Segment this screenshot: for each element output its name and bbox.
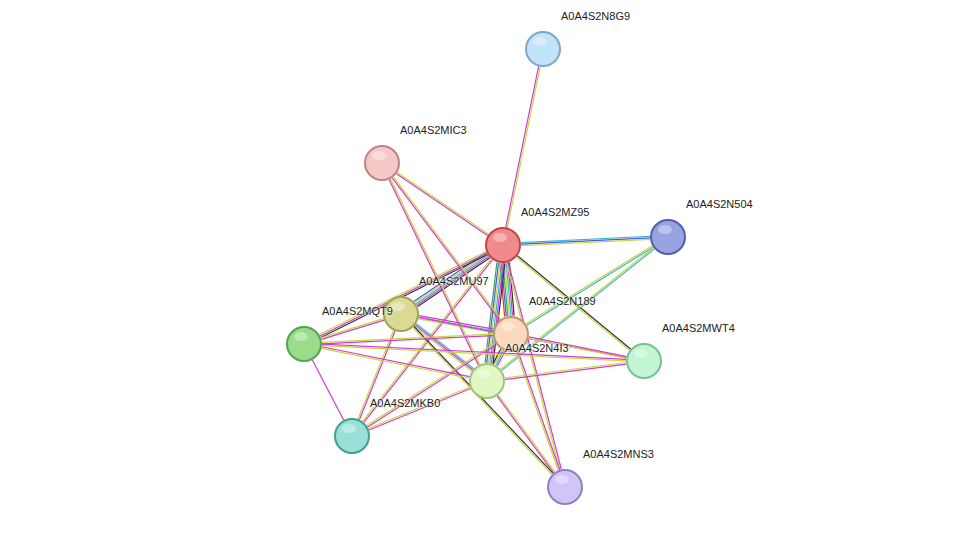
evidence-line: [493, 349, 501, 364]
evidence-line: [319, 252, 486, 335]
protein-node: A0A4S2MWT4: [626, 343, 662, 379]
node-label: A0A4S2N189: [529, 295, 596, 307]
node-label: A0A4S2MNS3: [583, 448, 654, 460]
interaction-edge: [493, 349, 505, 366]
evidence-line: [321, 348, 469, 378]
evidence-line: [419, 316, 494, 330]
evidence-line: [526, 246, 652, 324]
interaction-edge: [322, 334, 493, 344]
evidence-line: [321, 319, 384, 338]
node-label: A0A4S2MWT4: [662, 322, 735, 334]
node-highlight: [391, 302, 405, 311]
evidence-line: [505, 364, 626, 379]
protein-node: A0A4S2MZ95: [485, 227, 521, 263]
evidence-line: [505, 362, 626, 377]
interaction-edge: [505, 362, 626, 379]
interaction-edge: [497, 395, 555, 473]
node-label: A0A4S2N504: [686, 198, 753, 210]
evidence-line: [506, 66, 539, 227]
protein-node: A0A4S2N8G9: [525, 31, 561, 67]
node-label: A0A4S2MZ95: [521, 206, 589, 218]
evidence-line: [416, 255, 488, 304]
interaction-edge: [321, 319, 384, 340]
evidence-line: [516, 351, 558, 470]
protein-node: A0A4S2N504: [650, 219, 686, 255]
evidence-line: [368, 387, 470, 428]
evidence-line: [498, 395, 555, 472]
evidence-line: [322, 346, 626, 361]
node-highlight: [555, 475, 569, 484]
node-highlight: [634, 349, 648, 358]
interaction-edge: [521, 236, 650, 245]
evidence-line: [417, 256, 489, 305]
protein-node: A0A4S2N4I3: [469, 363, 505, 399]
evidence-line: [322, 336, 493, 344]
evidence-line: [508, 262, 561, 469]
evidence-line: [494, 350, 502, 365]
node-label: A0A4S2MU97: [419, 275, 489, 287]
evidence-line: [521, 239, 650, 245]
interaction-edge: [396, 172, 488, 235]
protein-node: A0A4S2MKB0: [334, 418, 370, 454]
evidence-line: [322, 344, 626, 359]
evidence-line: [321, 320, 384, 339]
node-highlight: [372, 151, 386, 160]
interaction-edge: [322, 344, 626, 361]
protein-node: A0A4S2MQT9: [286, 326, 322, 362]
protein-node: A0A4S2MNS3: [547, 469, 583, 505]
node-highlight: [342, 424, 356, 433]
interaction-edge: [414, 252, 490, 306]
evidence-line: [396, 174, 487, 236]
evidence-line: [322, 347, 470, 377]
node-label: A0A4S2MIC3: [400, 124, 467, 136]
protein-node: A0A4S2MIC3: [364, 145, 400, 181]
evidence-line: [497, 396, 554, 473]
node-label: A0A4S2MQT9: [322, 305, 393, 317]
node-highlight: [658, 225, 672, 234]
interaction-edge: [506, 66, 540, 227]
evidence-line: [507, 67, 540, 228]
node-highlight: [533, 37, 547, 46]
evidence-line: [418, 319, 493, 333]
evidence-line: [369, 389, 471, 430]
node-label: A0A4S2N4I3: [505, 342, 569, 354]
evidence-line: [507, 263, 560, 470]
evidence-line: [322, 334, 493, 342]
interaction-edge: [368, 387, 470, 430]
evidence-line: [418, 258, 490, 307]
node-highlight: [493, 233, 507, 242]
interaction-edge: [507, 262, 562, 470]
node-highlight: [501, 322, 515, 331]
evidence-line: [312, 360, 343, 420]
interaction-edge: [526, 246, 653, 325]
node-label: A0A4S2N8G9: [561, 10, 630, 22]
interaction-edge: [312, 360, 343, 420]
evidence-line: [516, 257, 629, 350]
node-label: A0A4S2MKB0: [370, 397, 440, 409]
node-highlight: [477, 369, 491, 378]
evidence-line: [527, 247, 653, 325]
node-highlight: [294, 332, 308, 341]
